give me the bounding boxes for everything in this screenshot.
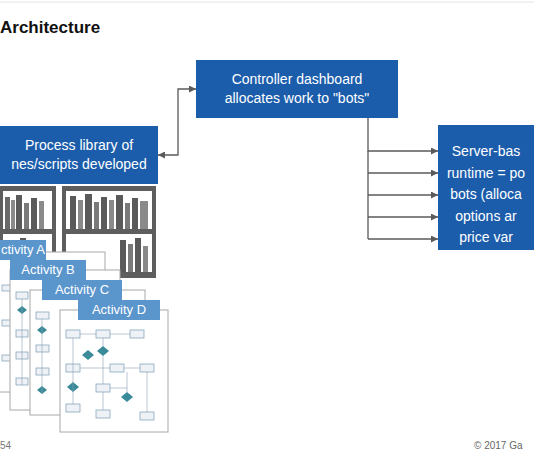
flow-step: [36, 345, 49, 352]
node-text: Server-bas runtime = po bots (alloca opt…: [441, 141, 531, 249]
book: [70, 196, 76, 229]
activity-tab: Activity C: [42, 280, 122, 300]
book: [143, 246, 148, 272]
flow-line: [22, 299, 23, 385]
book: [5, 197, 10, 229]
book: [101, 197, 107, 229]
book: [132, 198, 138, 229]
fan-branch: [368, 216, 438, 217]
connector-arrow: [158, 89, 196, 155]
book: [85, 194, 92, 229]
process-box: Server-bas runtime = po bots (alloca opt…: [438, 125, 534, 250]
flow-step: [96, 384, 110, 392]
node-text: Activity C: [55, 280, 109, 300]
activity-tab: Activity B: [10, 260, 86, 280]
fan-branch: [368, 194, 438, 195]
shelf-space: [66, 191, 152, 229]
flow-decision: [97, 346, 109, 356]
book: [24, 203, 29, 229]
flow-step: [66, 330, 80, 338]
fan-trunk: [367, 151, 368, 239]
flow-step: [96, 330, 110, 338]
node-text: Process library of nes/scripts developed: [8, 136, 150, 174]
flow-step: [110, 364, 124, 372]
flow-step: [130, 330, 144, 338]
book: [125, 203, 130, 229]
book: [31, 198, 37, 229]
activity-tab: Activity D: [78, 300, 160, 320]
flow-step: [96, 410, 110, 418]
node-text: Activity D: [92, 300, 146, 320]
book: [39, 201, 44, 229]
activity-tab: ctivity A: [0, 240, 46, 260]
flowchart-page: [60, 310, 168, 432]
book: [135, 238, 141, 272]
flow-decision: [121, 392, 133, 402]
process-box: Process library of nes/scripts developed: [0, 126, 158, 184]
process-box: Controller dashboard allocates work to "…: [196, 60, 398, 118]
fan-branch: [368, 238, 438, 239]
flow-step: [16, 292, 28, 299]
book: [116, 195, 123, 229]
node-text: ctivity A: [1, 240, 45, 260]
flow-step: [66, 404, 80, 412]
book: [16, 195, 22, 229]
book: [109, 200, 114, 229]
node-text: Activity B: [21, 260, 74, 280]
flow-decision: [82, 350, 94, 360]
flow-step: [36, 368, 49, 375]
book: [140, 201, 148, 229]
flow-step: [140, 364, 154, 372]
connector-arrow: [368, 118, 438, 151]
book: [128, 244, 133, 272]
flow-step: [140, 412, 154, 420]
book: [94, 202, 99, 229]
book: [11, 200, 15, 229]
flow-line: [42, 319, 43, 394]
book: [78, 200, 83, 229]
book: [120, 240, 126, 272]
shelf-space: [3, 191, 52, 229]
page-number: 54: [0, 440, 11, 451]
slide-title: Architecture: [0, 18, 100, 38]
node-text: Controller dashboard allocates work to "…: [214, 70, 380, 108]
fan-branch: [368, 172, 438, 173]
slide-edge: [0, 2, 534, 3]
copyright-note: © 2017 Ga: [474, 440, 523, 451]
flow-step: [36, 312, 49, 319]
flow-line: [73, 334, 147, 412]
